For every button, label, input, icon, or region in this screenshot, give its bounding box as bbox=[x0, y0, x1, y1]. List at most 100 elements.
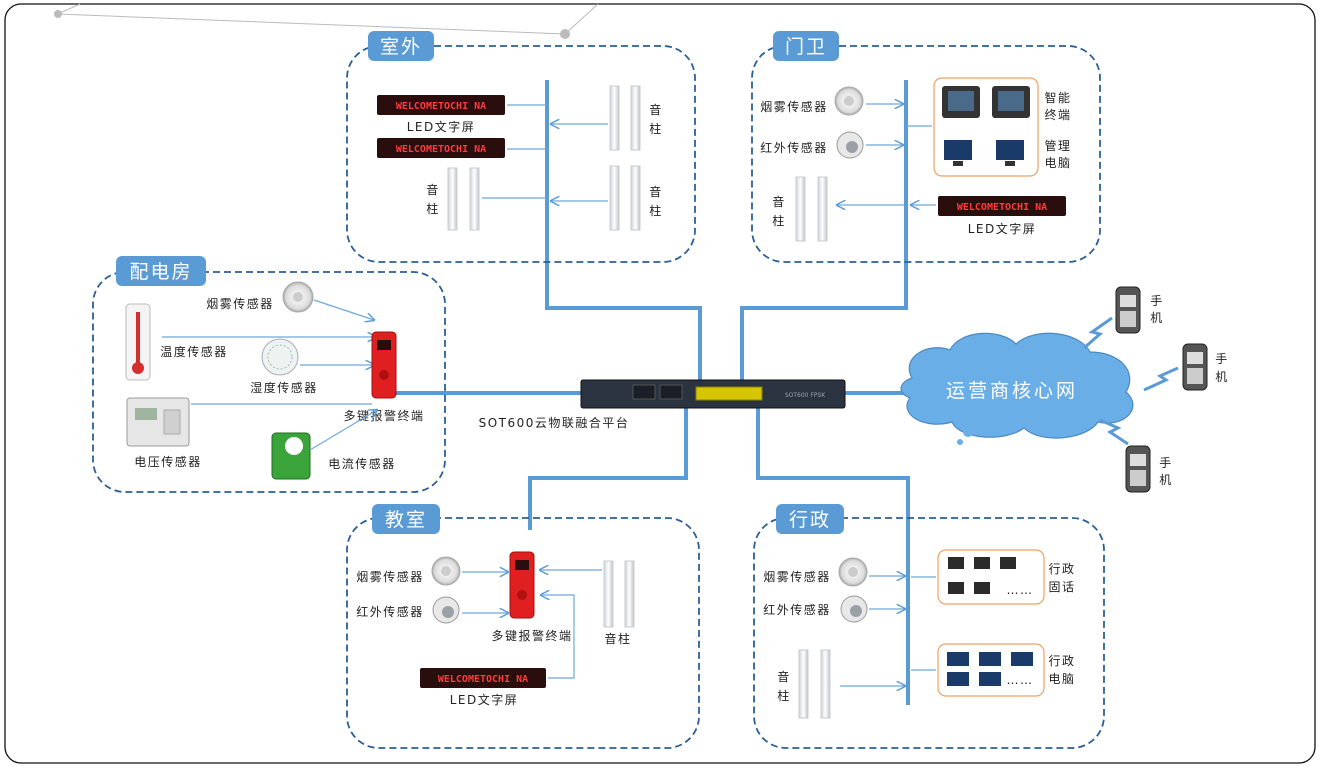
smoke-sensor bbox=[431, 556, 461, 586]
svg-text:烟雾传感器: 烟雾传感器 bbox=[763, 569, 831, 584]
mobile-phone bbox=[1099, 418, 1151, 493]
svg-text:湿度传感器: 湿度传感器 bbox=[250, 380, 318, 395]
svg-text:温度传感器: 温度传感器 bbox=[160, 344, 228, 359]
svg-text:红外传感器: 红外传感器 bbox=[356, 604, 424, 619]
svg-text:SOT600 FPSK: SOT600 FPSK bbox=[785, 392, 826, 399]
zone-title: 行政 bbox=[789, 509, 831, 531]
platform-label: SOT600云物联融合平台 bbox=[479, 415, 630, 430]
admin-pc-group: …… bbox=[937, 643, 1045, 697]
zone-outdoor: 室外 WELCOMETOCHI NA LED文字屏 WELCOMETOCHI N… bbox=[346, 31, 696, 263]
svg-text:音: 音 bbox=[649, 102, 663, 117]
svg-text:……: …… bbox=[1007, 583, 1034, 597]
infrared-sensor bbox=[840, 595, 868, 623]
svg-text:……: …… bbox=[1007, 673, 1034, 687]
svg-text:红外传感器: 红外传感器 bbox=[760, 140, 828, 155]
voltage-sensor bbox=[126, 397, 190, 447]
svg-text:终端: 终端 bbox=[1044, 107, 1071, 122]
svg-text:电脑: 电脑 bbox=[1048, 672, 1075, 686]
led-screen-label: LED文字屏 bbox=[968, 221, 1037, 236]
corner-decoration bbox=[54, 3, 599, 39]
zone-admin: 行政 烟雾传感器 红外传感器 音 柱 …… 行政 固话 …… 行政 电 bbox=[753, 504, 1105, 749]
infrared-sensor bbox=[432, 596, 460, 624]
zone-title-badge bbox=[773, 31, 839, 61]
alarm-terminal bbox=[371, 331, 397, 399]
admin-phone-group: …… bbox=[937, 549, 1045, 605]
svg-text:柱: 柱 bbox=[777, 688, 791, 703]
svg-text:烟雾传感器: 烟雾传感器 bbox=[760, 99, 828, 114]
led-screen: WELCOMETOCHI NA bbox=[377, 138, 505, 158]
led-screen: WELCOMETOCHI NA bbox=[938, 196, 1066, 216]
humidity-sensor bbox=[261, 338, 299, 376]
smoke-sensor bbox=[838, 557, 868, 587]
svg-text:音: 音 bbox=[426, 182, 440, 197]
mobile-phone bbox=[1143, 343, 1208, 392]
speaker-column bbox=[447, 167, 480, 231]
smoke-sensor bbox=[834, 86, 864, 116]
svg-text:柱: 柱 bbox=[649, 121, 663, 136]
zone-title: 室外 bbox=[380, 36, 422, 58]
svg-text:电压传感器: 电压传感器 bbox=[134, 454, 202, 469]
svg-text:固话: 固话 bbox=[1048, 580, 1075, 594]
svg-text:行政: 行政 bbox=[1048, 654, 1075, 668]
zone-title: 配电房 bbox=[129, 261, 192, 283]
core-network-label: 运营商核心网 bbox=[946, 380, 1078, 402]
svg-text:行政: 行政 bbox=[1048, 562, 1075, 576]
svg-text:柱: 柱 bbox=[772, 213, 786, 228]
mobile-phone bbox=[1083, 286, 1141, 350]
svg-text:机: 机 bbox=[1215, 370, 1229, 384]
speaker-column bbox=[609, 165, 641, 231]
core-network-cloud bbox=[900, 332, 1134, 445]
speaker-column bbox=[603, 560, 635, 628]
svg-text:机: 机 bbox=[1150, 311, 1164, 325]
svg-text:音: 音 bbox=[777, 669, 791, 684]
svg-text:机: 机 bbox=[1159, 473, 1173, 487]
svg-text:多键报警终端: 多键报警终端 bbox=[491, 628, 572, 643]
outer-frame bbox=[4, 3, 1316, 764]
led-screen-label: LED文字屏 bbox=[450, 692, 519, 707]
led-screen: WELCOMETOCHI NA bbox=[420, 668, 546, 688]
speaker-column bbox=[795, 176, 828, 242]
led-screen: WELCOMETOCHI NA bbox=[377, 95, 505, 115]
svg-text:管理: 管理 bbox=[1044, 138, 1071, 153]
svg-text:柱: 柱 bbox=[426, 201, 440, 216]
svg-text:电脑: 电脑 bbox=[1044, 156, 1071, 170]
zone-title: 门卫 bbox=[785, 36, 827, 58]
svg-text:红外传感器: 红外传感器 bbox=[763, 602, 831, 617]
svg-text:音: 音 bbox=[772, 194, 786, 209]
smoke-sensor bbox=[282, 281, 314, 313]
zone-classroom: 教室 烟雾传感器 红外传感器 多键报警终端 音柱 WELCOMETOCHI NA… bbox=[346, 504, 700, 749]
backbone-links bbox=[395, 80, 910, 705]
svg-text:智能: 智能 bbox=[1044, 90, 1071, 105]
svg-text:手: 手 bbox=[1215, 352, 1229, 366]
svg-text:音柱: 音柱 bbox=[604, 631, 631, 646]
svg-text:烟雾传感器: 烟雾传感器 bbox=[356, 569, 424, 584]
svg-text:WELCOMETOCHI NA: WELCOMETOCHI NA bbox=[396, 101, 486, 112]
speaker-column bbox=[798, 649, 831, 719]
infrared-sensor bbox=[836, 131, 864, 159]
zone-power-room: 配电房 烟雾传感器 温度传感器 湿度传感器 多键报警终端 电压传感器 bbox=[92, 256, 446, 493]
svg-text:音: 音 bbox=[649, 184, 663, 199]
zone-gate: 门卫 烟雾传感器 红外传感器 音 柱 智能 终端 管理 电脑 WELCOMETO… bbox=[751, 31, 1101, 263]
zone-title-badge bbox=[372, 504, 440, 534]
svg-text:手: 手 bbox=[1150, 294, 1164, 308]
cloud-platform-switch: SOT600 FPSK bbox=[580, 379, 846, 409]
svg-text:WELCOMETOCHI NA: WELCOMETOCHI NA bbox=[957, 202, 1047, 213]
svg-text:电流传感器: 电流传感器 bbox=[328, 456, 396, 471]
svg-text:WELCOMETOCHI NA: WELCOMETOCHI NA bbox=[438, 674, 528, 685]
svg-text:多键报警终端: 多键报警终端 bbox=[343, 408, 424, 423]
svg-text:WELCOMETOCHI NA: WELCOMETOCHI NA bbox=[396, 144, 486, 155]
zone-title-badge bbox=[116, 256, 206, 286]
zone-title-badge bbox=[368, 31, 434, 61]
svg-text:手: 手 bbox=[1159, 456, 1173, 470]
smart-terminal-group bbox=[933, 77, 1039, 177]
zone-title: 教室 bbox=[385, 509, 427, 531]
alarm-terminal bbox=[509, 551, 535, 619]
current-sensor bbox=[271, 432, 311, 480]
led-screen-label: LED文字屏 bbox=[407, 119, 476, 134]
svg-text:柱: 柱 bbox=[649, 203, 663, 218]
zone-title-badge bbox=[776, 504, 844, 534]
thermometer bbox=[125, 303, 151, 381]
speaker-column bbox=[609, 85, 641, 151]
svg-text:烟雾传感器: 烟雾传感器 bbox=[206, 296, 274, 311]
